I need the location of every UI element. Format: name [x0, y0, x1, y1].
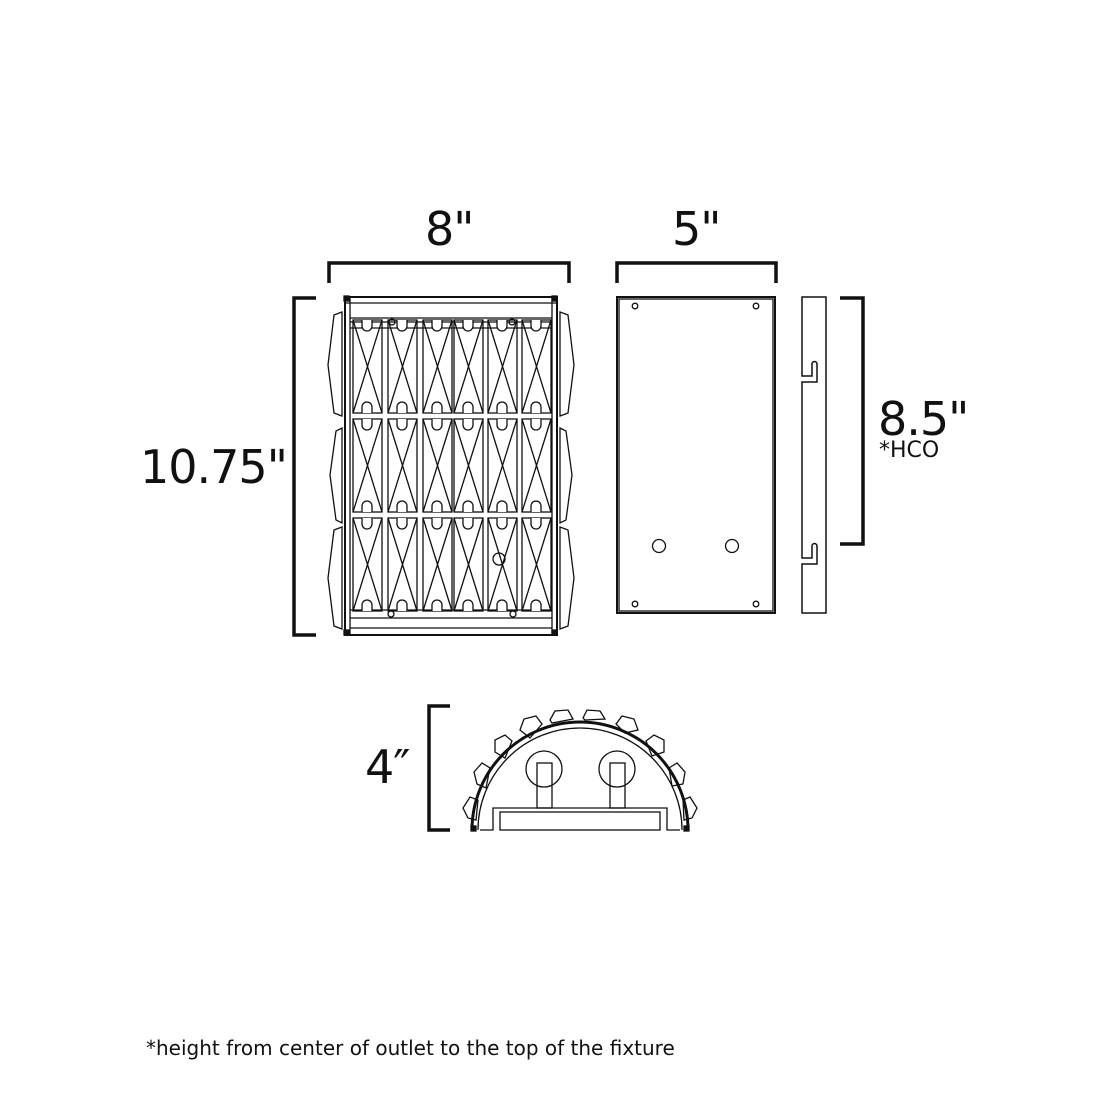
- width-bracket-front: [327, 261, 571, 283]
- dimension-brackets: [292, 261, 865, 832]
- width-label-backplate: 5": [672, 202, 721, 256]
- backplate-view: [616, 296, 776, 614]
- side-crystals: [327, 311, 575, 630]
- top-view: [462, 709, 698, 832]
- width-bracket-backplate: [615, 261, 778, 283]
- height-label-front: 10.75": [140, 440, 288, 494]
- crystal-grid: [352, 319, 552, 612]
- depth-label-top: 4″: [365, 740, 410, 794]
- width-label-front: 8": [425, 202, 474, 256]
- side-view: [801, 296, 827, 614]
- clip-tabs: [361, 320, 542, 611]
- hco-bracket: [840, 296, 865, 546]
- hco-label: *HCO: [879, 438, 940, 463]
- height-bracket-front: [292, 296, 316, 637]
- front-view: [327, 295, 575, 636]
- hco-value-label: 8.5": [878, 392, 969, 446]
- footnote: *height from center of outlet to the top…: [146, 1036, 675, 1060]
- depth-bracket: [427, 704, 450, 832]
- top-crystals: [462, 709, 698, 821]
